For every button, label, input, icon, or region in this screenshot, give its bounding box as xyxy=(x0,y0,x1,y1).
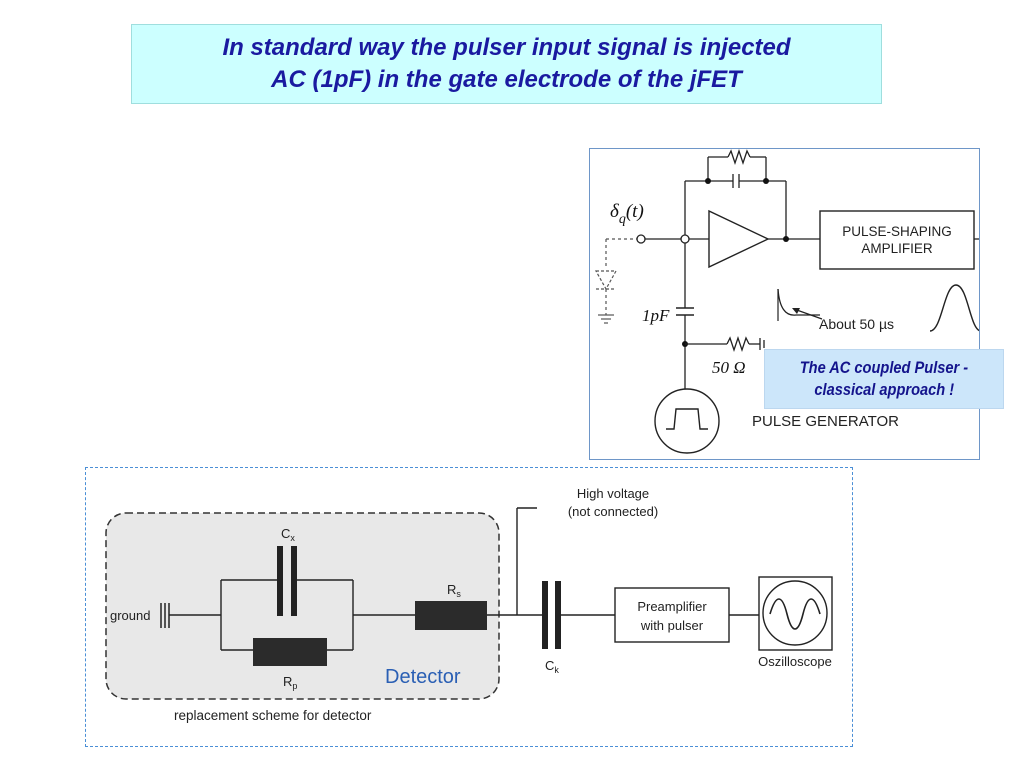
node-dot xyxy=(763,178,769,184)
ck-capacitor-plate-right xyxy=(555,581,561,649)
capacitor-label: 1pF xyxy=(642,306,670,325)
high-voltage-line-2: (not connected) xyxy=(568,504,658,519)
detector-replacement-circuit-diagram: ground Cx Rp Rs Detector replacement sch… xyxy=(85,467,853,747)
square-pulse-icon xyxy=(666,408,708,430)
signal-label: δq(t) xyxy=(610,201,644,227)
resistor-label: 50 Ω xyxy=(712,358,746,377)
rp-resistor xyxy=(253,638,327,666)
title-line-1: In standard way the pulser input signal … xyxy=(222,34,791,61)
rs-label-sub: s xyxy=(456,589,461,599)
detector-replacement-svg: ground Cx Rp Rs Detector replacement sch… xyxy=(105,486,833,723)
pointer-arrow-head xyxy=(792,308,800,314)
generator-label: PULSE GENERATOR xyxy=(752,413,899,430)
ck-label-main: C xyxy=(545,658,554,673)
rs-label-main: R xyxy=(447,582,456,597)
callout-line-2: classical approach ! xyxy=(814,380,954,399)
shaped-pulse-icon xyxy=(929,284,979,332)
high-voltage-line-1: High voltage xyxy=(577,486,649,501)
ck-capacitor-plate-left xyxy=(542,581,548,649)
preamp-label-line2: with pulser xyxy=(640,618,704,633)
amplifier-triangle-icon xyxy=(708,209,770,269)
title-line-2: AC (1pF) in the gate electrode of the jF… xyxy=(271,66,742,93)
ac-pulser-circuit-svg: PULSE-SHAPING AMPLIFIER δq(t) 1pF 50 Ω A… xyxy=(594,149,979,454)
termination-resistor xyxy=(726,335,750,353)
cx-label: Cx xyxy=(281,526,295,543)
pointer-arrow xyxy=(793,308,823,320)
preamplifier-box xyxy=(614,587,730,643)
rs-label: Rs xyxy=(447,582,461,599)
node-dot xyxy=(705,178,711,184)
callout-line-1: The AC coupled Pulser - xyxy=(799,358,969,377)
ground-label: ground xyxy=(110,608,150,623)
callout-box: The AC coupled Pulser - classical approa… xyxy=(764,349,1004,409)
rp-label-sub: p xyxy=(292,681,297,691)
input-terminal xyxy=(636,234,646,244)
cx-capacitor-plate-left xyxy=(277,546,283,616)
oszilloscope-icon xyxy=(762,580,828,646)
amplifier-label-line1: PULSE-SHAPING xyxy=(842,224,952,239)
detector-region xyxy=(105,512,500,700)
rp-label-main: R xyxy=(283,674,292,689)
oszilloscope-label: Oszilloscope xyxy=(758,654,832,669)
preamp-label-line1: Preamplifier xyxy=(637,599,707,614)
scheme-label: replacement scheme for detector xyxy=(174,708,372,723)
title-banner: In standard way the pulser input signal … xyxy=(131,24,882,104)
pulse-shaping-amplifier-box xyxy=(819,210,975,270)
detector-diode-icon xyxy=(594,270,618,291)
cx-capacitor-plate-right xyxy=(291,546,297,616)
node-dot xyxy=(783,236,789,242)
amplifier-label-line2: AMPLIFIER xyxy=(861,241,933,256)
sine-wave-icon xyxy=(769,598,821,630)
gate-node xyxy=(680,234,690,244)
ck-label: Ck xyxy=(545,658,559,675)
rp-label: Rp xyxy=(283,674,297,691)
rs-resistor xyxy=(415,601,487,630)
signal-label-sub: q xyxy=(619,212,626,227)
ac-pulser-circuit-diagram: PULSE-SHAPING AMPLIFIER δq(t) 1pF 50 Ω A… xyxy=(589,148,980,460)
pulse-generator-icon xyxy=(654,388,720,454)
detector-label: Detector xyxy=(385,666,461,688)
ck-label-sub: k xyxy=(554,665,559,675)
feedback-resistor xyxy=(727,149,751,166)
cx-label-sub: x xyxy=(290,533,295,543)
time-label: About 50 µs xyxy=(819,316,894,332)
cx-label-main: C xyxy=(281,526,290,541)
signal-label-delta: δ xyxy=(610,201,620,222)
signal-label-arg: (t) xyxy=(626,201,644,222)
